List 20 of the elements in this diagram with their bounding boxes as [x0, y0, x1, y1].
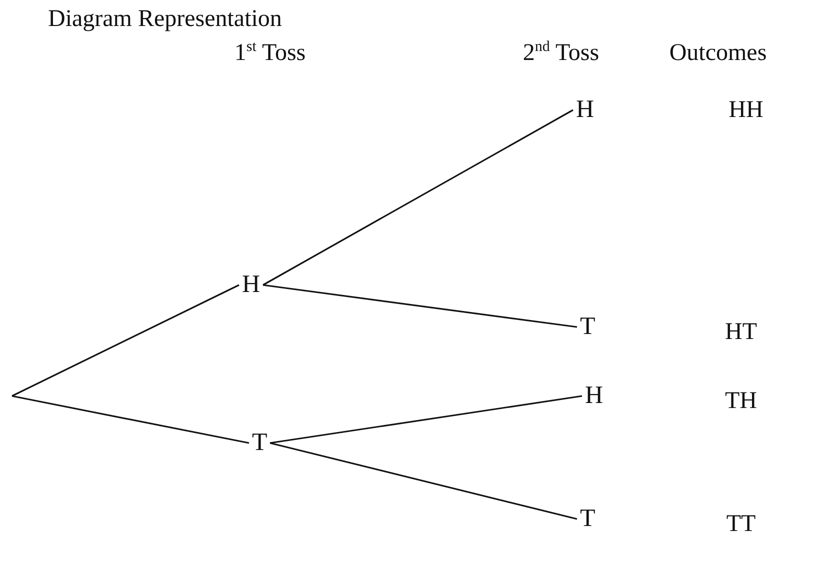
outcome-label: TT: [726, 510, 756, 539]
column-heading: 2$^{nd}$ Toss: [522, 38, 600, 68]
column-heading: Outcomes: [669, 39, 767, 68]
column-heading: 1$^{st}$ Toss: [234, 38, 306, 68]
outcome-letter: T: [252, 428, 268, 458]
branch-line: [12, 395, 250, 444]
branch-line: [270, 442, 578, 520]
outcome-letter: T: [580, 504, 596, 534]
outcome-letter: H: [242, 270, 260, 300]
outcome-label: HH: [728, 96, 764, 125]
outcome-letter: H: [585, 381, 604, 411]
diagram-title: Diagram Representation: [48, 6, 282, 33]
branch-line: [270, 395, 582, 444]
outcome-letter: T: [580, 312, 596, 342]
outcome-label: TH: [725, 387, 757, 416]
outcome-letter: H: [576, 95, 594, 125]
branch-line: [262, 284, 578, 328]
branch-line: [12, 284, 240, 397]
outcome-label: HT: [725, 318, 757, 347]
branch-line: [262, 109, 574, 286]
